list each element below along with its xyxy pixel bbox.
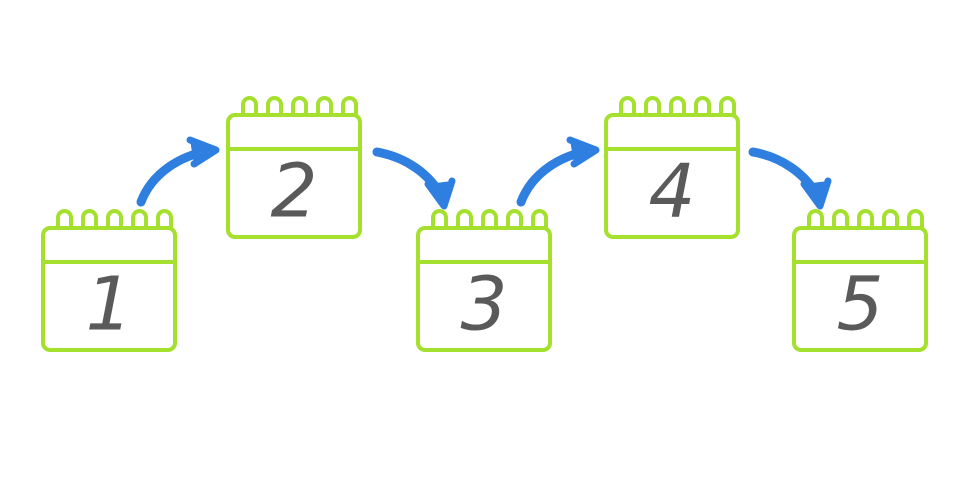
- arrow-card1-to-card2: [136, 136, 220, 207]
- calendar-body: [416, 226, 552, 352]
- calendar-number-1: 1: [85, 262, 132, 348]
- calendar-number-2: 2: [270, 149, 317, 235]
- arrow-head: [186, 136, 220, 168]
- calendar-body: [226, 113, 362, 239]
- arrow-card2-to-card3: [372, 147, 456, 210]
- arrow-head: [800, 177, 832, 210]
- arrow-head: [424, 177, 456, 210]
- arrow-head: [566, 136, 600, 168]
- calendar-card-4[interactable]: 4: [604, 96, 740, 239]
- calendar-card-1[interactable]: 1: [41, 209, 177, 352]
- calendar-card-5[interactable]: 5: [792, 209, 928, 352]
- arrow-group: [136, 136, 832, 210]
- calendar-number-5: 5: [836, 262, 883, 348]
- arrow-card3-to-card4: [516, 136, 600, 207]
- calendar-body: [41, 226, 177, 352]
- calendar-number-4: 4: [648, 149, 695, 235]
- calendar-body: [792, 226, 928, 352]
- arrow-card4-to-card5: [748, 147, 832, 210]
- calendar-number-3: 3: [460, 262, 507, 348]
- calendar-card-3[interactable]: 3: [416, 209, 552, 352]
- calendar-body: [604, 113, 740, 239]
- calendar-card-2[interactable]: 2: [226, 96, 362, 239]
